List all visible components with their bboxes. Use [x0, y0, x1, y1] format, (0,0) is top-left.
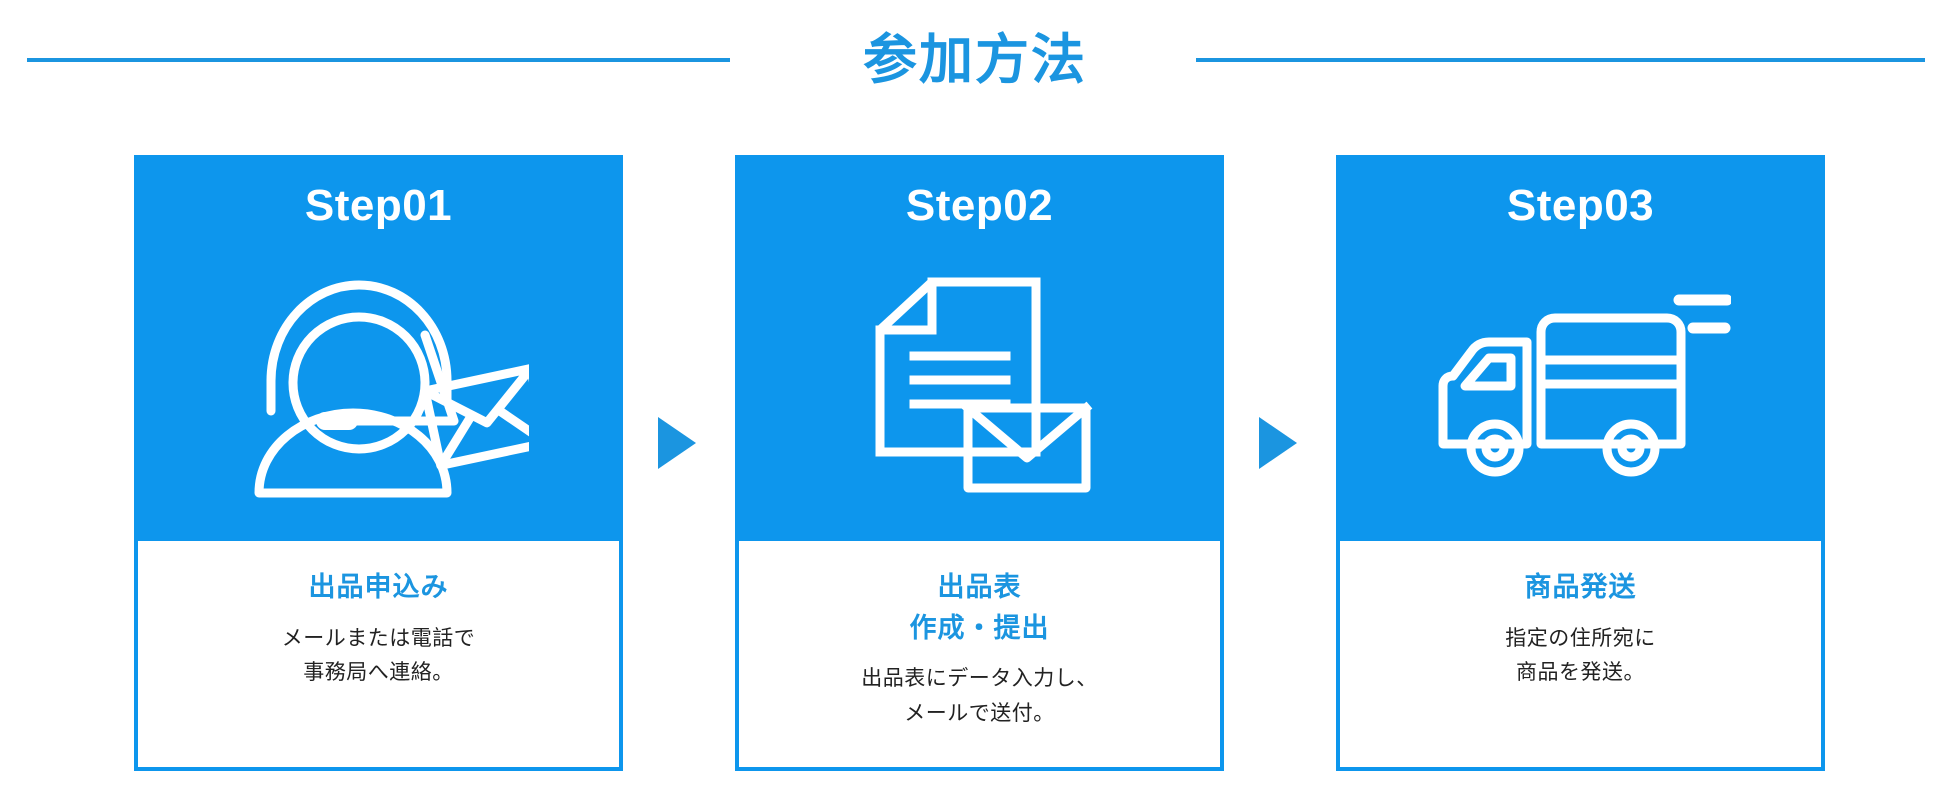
step-card-1: Step01: [134, 155, 623, 771]
header-rule-right: [1196, 58, 1925, 62]
step-card-3-body: 商品発送 指定の住所宛に 商品を発送。: [1340, 541, 1821, 767]
document-envelope-icon: [739, 231, 1220, 541]
step-card-2-header: Step02: [739, 159, 1220, 541]
step-card-3-header: Step03: [1340, 159, 1821, 541]
page-title: 参加方法: [863, 30, 1087, 90]
step-card-3-heading: 商品発送: [1525, 567, 1637, 608]
step-card-1-heading: 出品申込み: [309, 567, 449, 608]
step-card-2-heading-line2: 作成・提出: [909, 612, 1050, 643]
header-rule-left: [27, 58, 730, 62]
step-card-1-body: 出品申込み メールまたは電話で 事務局へ連絡。: [138, 541, 619, 767]
step-card-1-header: Step01: [138, 159, 619, 541]
step-card-2-heading-line1: 出品表: [937, 572, 1022, 602]
step-card-1-text-line1: メールまたは電話で: [281, 626, 476, 650]
step-card-1-text: メールまたは電話で 事務局へ連絡。: [282, 622, 476, 691]
arrow-step2-to-step3-icon: [1259, 417, 1297, 469]
step-card-1-text-line2: 事務局へ連絡。: [303, 661, 454, 685]
step-card-2-text: 出品表にデータ入力し、 メールで送付。: [861, 662, 1098, 731]
step-card-3-text-line1: 指定の住所宛に: [1505, 626, 1656, 650]
delivery-truck-icon: [1340, 231, 1821, 541]
step-card-1-heading-line1: 出品申込み: [308, 572, 449, 602]
step-card-3: Step03: [1336, 155, 1825, 771]
step-card-3-heading-line1: 商品発送: [1524, 572, 1637, 602]
headset-operator-envelope-icon: [138, 231, 619, 541]
step-card-2-text-line2: メールで送付。: [904, 701, 1055, 725]
step-card-1-label: Step01: [304, 181, 453, 230]
step-card-3-text: 指定の住所宛に 商品を発送。: [1505, 622, 1656, 691]
step-card-2-heading: 出品表 作成・提出: [910, 567, 1050, 648]
step-card-2-body: 出品表 作成・提出 出品表にデータ入力し、 メールで送付。: [739, 541, 1220, 767]
header: 参加方法: [0, 0, 1950, 120]
step-card-2: Step02 出品表 作成・提出: [735, 155, 1224, 771]
step-card-2-label: Step02: [905, 181, 1054, 230]
step-card-3-label: Step03: [1506, 181, 1655, 230]
step-card-2-text-line1: 出品表にデータ入力し、: [861, 667, 1098, 690]
step-card-3-text-line2: 商品を発送。: [1516, 661, 1645, 685]
arrow-step1-to-step2-icon: [658, 417, 696, 469]
